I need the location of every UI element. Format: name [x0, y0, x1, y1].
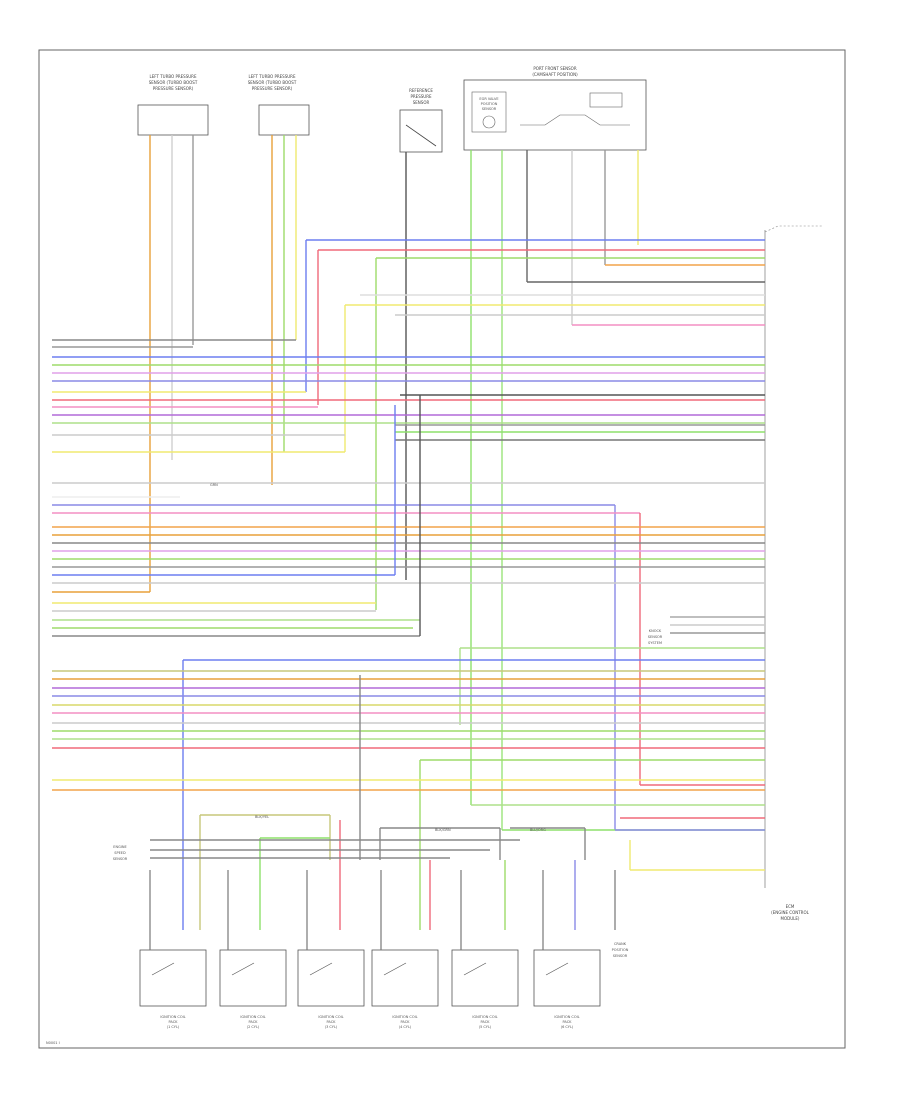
top-2-title-3: PRESSURE SENSOR): [252, 86, 293, 91]
ecm-caption: ECM (ENGINE CONTROL MODULE): [771, 904, 809, 921]
coil-5-l3: (5 CYL): [479, 1025, 492, 1029]
coil-1: IGNITION COIL PACK (1 CYL): [139, 949, 207, 1029]
coil-6-l3: (6 CYL): [561, 1025, 574, 1029]
top-2-title-2: SENSOR (TURBO BOOST: [248, 80, 297, 85]
knock-2: SENSOR: [648, 635, 663, 639]
coil-1-l1: IGNITION COIL: [160, 1015, 185, 1019]
top-component-4: PORT FRONT SENSOR (CAMSHAFT POSITION) EG…: [463, 66, 647, 151]
coil-2-l3: (2 CYL): [247, 1025, 260, 1029]
coil-3: IGNITION COIL PACK (3 CYL): [297, 949, 365, 1029]
ecm-connector-stub: [764, 225, 822, 888]
top-1-title-1: LEFT TURBO PRESSURE: [150, 74, 197, 79]
left-wire-block-1: [52, 339, 765, 453]
ignition-coils: IGNITION COIL PACK (1 CYL) IGNITION COIL…: [139, 949, 601, 1029]
coil-4-l2: PACK: [401, 1020, 411, 1024]
top-1-title-3: PRESSURE SENSOR): [153, 86, 194, 91]
coil-5-l1: IGNITION COIL: [472, 1015, 497, 1019]
coil-4: IGNITION COIL PACK (4 CYL): [371, 949, 439, 1029]
top-3-title-2: PRESSURE: [410, 94, 432, 99]
top-4-title-2: (CAMSHAFT POSITION): [532, 72, 578, 77]
crank-3: SENSOR: [613, 954, 628, 958]
top-4-title-1: PORT FRONT SENSOR: [533, 66, 576, 71]
coil-4-l3: (4 CYL): [399, 1025, 412, 1029]
inner-3: SENSOR: [482, 107, 497, 111]
top-component-2: LEFT TURBO PRESSURE SENSOR (TURBO BOOST …: [248, 74, 310, 136]
coil-6: IGNITION COIL PACK (6 CYL): [533, 949, 601, 1029]
inner-2: POSITION: [481, 102, 498, 106]
coil-5: IGNITION COIL PACK (5 CYL): [451, 949, 519, 1029]
side-labels: KNOCK SENSOR SYSTEM ENGINE SPEED SENSOR …: [113, 629, 663, 958]
knock-3: SYSTEM: [648, 641, 662, 645]
top-1-title-2: SENSOR (TURBO BOOST: [149, 80, 198, 85]
label-blu-org: BLU/ORG: [530, 828, 546, 832]
crank-2: POSITION: [612, 948, 629, 952]
ecm-caption-2: (ENGINE CONTROL: [771, 910, 809, 915]
coil-2-l2: PACK: [249, 1020, 259, 1024]
coil-6-l1: IGNITION COIL: [554, 1015, 579, 1019]
ecm-caption-3: MODULE): [781, 916, 800, 921]
coil-leads: [149, 870, 544, 950]
crank-1: CRANK: [614, 942, 627, 946]
top-component-3: REFERENCE PRESSURE SENSOR: [399, 88, 443, 153]
left-wire-block-2: [52, 394, 765, 830]
diagram-frame: [38, 49, 846, 1049]
footer-code: N0001 I: [46, 1041, 60, 1045]
coil-5-l2: PACK: [481, 1020, 491, 1024]
right-upper-wires: [306, 239, 765, 610]
left-wire-block-3: [52, 670, 765, 930]
coil-1-l3: (1 CYL): [167, 1025, 180, 1029]
inner-1: EGR VALVE: [479, 97, 498, 101]
top-2-title-1: LEFT TURBO PRESSURE: [249, 74, 296, 79]
label-blk-org: BLK/YEL: [255, 815, 269, 819]
top-3-title-1: REFERENCE: [409, 88, 433, 93]
ignition-harness: [150, 814, 616, 930]
coil-3-l1: IGNITION COIL: [318, 1015, 343, 1019]
eng-3: SENSOR: [113, 857, 128, 861]
coil-2: IGNITION COIL PACK (2 CYL): [219, 949, 287, 1029]
top-component-1: LEFT TURBO PRESSURE SENSOR (TURBO BOOST …: [137, 74, 209, 136]
label-blk-grn: BLK/GRN: [435, 828, 451, 832]
coil-6-l2: PACK: [563, 1020, 573, 1024]
knock-sensor-wires: [182, 616, 765, 930]
eng-1: ENGINE: [113, 845, 126, 849]
inline-labels: GRN BLK/YEL BLK/GRN BLU/ORG: [210, 483, 546, 832]
coil-4-l1: IGNITION COIL: [392, 1015, 417, 1019]
eng-2: SPEED: [114, 851, 126, 855]
coil-2-l1: IGNITION COIL: [240, 1015, 265, 1019]
coil-1-l2: PACK: [169, 1020, 179, 1024]
label-grn: GRN: [210, 483, 218, 487]
coil-3-l3: (3 CYL): [325, 1025, 338, 1029]
ecm-caption-1: ECM: [786, 904, 795, 909]
knock-1: KNOCK: [649, 629, 662, 633]
coil-3-l2: PACK: [327, 1020, 337, 1024]
top-3-title-3: SENSOR: [413, 100, 430, 105]
